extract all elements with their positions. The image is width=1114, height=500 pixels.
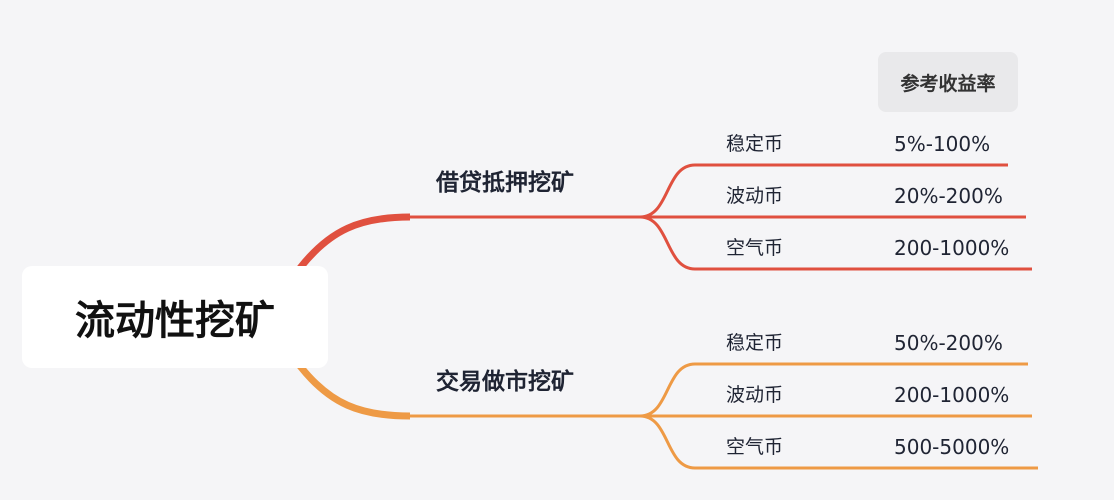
leaf-label[interactable]: 稳定币 [726, 133, 784, 155]
leaf-value: 200-1000% [894, 236, 1010, 260]
leaf-label[interactable]: 稳定币 [726, 332, 784, 354]
yield-header: 参考收益率 [878, 52, 1018, 112]
leaf-line [639, 414, 1038, 470]
leaf-label[interactable]: 空气币 [726, 436, 784, 458]
branch-2-lines [297, 362, 1038, 470]
branch-1-lines [297, 163, 1032, 271]
leaf-line [639, 362, 1028, 418]
root-to-branch-2 [297, 363, 411, 420]
leaf-value: 200-1000% [894, 383, 1010, 407]
branch-node-lending[interactable]: 借贷抵押挖矿 [436, 170, 574, 196]
leaf-label[interactable]: 空气币 [726, 237, 784, 259]
leaf-value: 5%-100% [894, 132, 991, 156]
leaf-label[interactable]: 波动币 [726, 384, 784, 406]
leaf-value: 50%-200% [894, 331, 1003, 355]
branch-node-market-making[interactable]: 交易做市挖矿 [436, 369, 574, 395]
root-node[interactable]: 流动性挖矿 [22, 266, 328, 368]
leaf-label[interactable]: 波动币 [726, 185, 784, 207]
leaf-line [639, 215, 1032, 271]
leaf-value: 500-5000% [894, 435, 1010, 459]
leaf-line [639, 163, 1008, 219]
leaf-value: 20%-200% [894, 184, 1003, 208]
root-to-branch-1 [297, 213, 411, 271]
